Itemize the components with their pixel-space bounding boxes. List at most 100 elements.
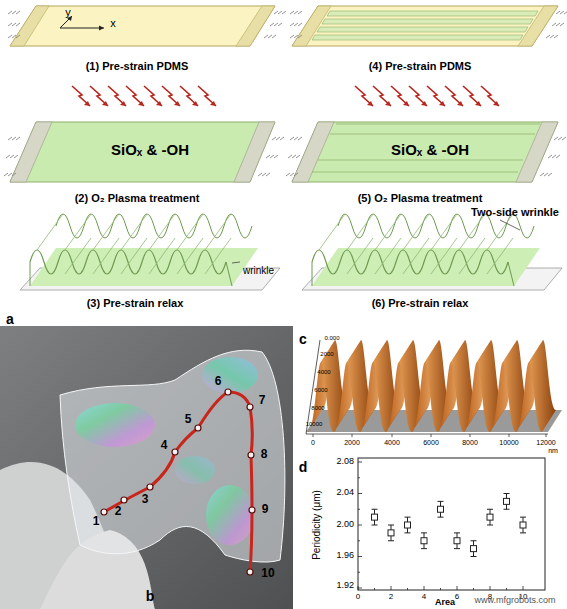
tick-label: 1.92 xyxy=(336,581,354,591)
callout-number: 6 xyxy=(215,375,222,388)
tick-mark xyxy=(388,525,394,526)
tick-mark xyxy=(358,540,360,541)
tick-label: 0 xyxy=(311,439,315,447)
callout-number: 2 xyxy=(115,505,122,518)
tick-mark xyxy=(358,509,360,510)
tick-mark xyxy=(372,509,378,510)
tick-mark xyxy=(520,532,526,533)
tick-label: 4000 xyxy=(384,439,400,447)
step-caption: (5) O₂ Plasma treatment xyxy=(358,192,483,204)
data-point xyxy=(438,506,444,512)
callout-number: 8 xyxy=(261,448,268,461)
axis-unit: nm xyxy=(548,447,558,455)
tick-label: 2000 xyxy=(320,351,333,358)
tick-label: 10000 xyxy=(306,421,323,428)
data-point xyxy=(520,522,526,528)
data-point xyxy=(471,546,477,552)
tick-label: 8000 xyxy=(311,405,324,412)
watermark: www.mfgrobots.com xyxy=(474,596,555,606)
tick-mark xyxy=(391,586,392,590)
tick-mark xyxy=(490,586,491,590)
callout-number: 1 xyxy=(93,515,100,528)
step-caption: (6) Pre-strain relax xyxy=(372,297,469,309)
tick-mark xyxy=(372,525,378,526)
tick-mark xyxy=(421,532,427,533)
tick-mark xyxy=(454,532,460,533)
data-point xyxy=(487,514,493,520)
tick-mark xyxy=(523,586,524,590)
step-caption: (1) Pre-strain PDMS xyxy=(86,60,189,72)
tick-label: 4 xyxy=(422,593,426,602)
tick-mark xyxy=(374,588,375,590)
tick-mark xyxy=(506,588,507,590)
panel-letter: d xyxy=(299,460,308,475)
tick-mark xyxy=(358,462,362,463)
data-point xyxy=(388,530,394,536)
data-point xyxy=(504,498,510,504)
tick-label: 12000 xyxy=(536,439,555,447)
tick-mark xyxy=(388,540,394,541)
data-point xyxy=(405,522,411,528)
tick-mark xyxy=(358,477,360,478)
axis-label: x xyxy=(110,17,116,29)
callout-label: wrinkle xyxy=(243,265,274,276)
step-caption: (4) Pre-strain PDMS xyxy=(369,60,472,72)
tick-mark xyxy=(358,588,362,589)
tick-label: 2 xyxy=(389,593,393,602)
tick-label: 10000 xyxy=(499,439,518,447)
tick-label: 0 xyxy=(356,593,360,602)
axis-label: y xyxy=(65,6,71,18)
panel-letter: c xyxy=(299,332,307,347)
panel-letter: a xyxy=(6,312,14,327)
tick-label: 2.08 xyxy=(336,457,354,467)
tick-mark xyxy=(454,548,460,549)
callout-number: 10 xyxy=(261,567,274,580)
tick-mark xyxy=(407,588,408,590)
callout-number: 4 xyxy=(161,439,168,452)
tick-mark xyxy=(440,588,441,590)
tick-mark xyxy=(471,556,477,557)
tick-label: 4000 xyxy=(317,369,330,376)
tick-mark xyxy=(358,586,359,590)
step-caption: (2) O₂ Plasma treatment xyxy=(75,192,200,204)
tick-mark xyxy=(457,586,458,590)
tick-mark xyxy=(421,548,427,549)
callout-number: 9 xyxy=(262,503,269,516)
tick-label: 2.00 xyxy=(336,520,354,530)
tick-mark xyxy=(504,493,510,494)
tick-label: 1.96 xyxy=(336,551,354,561)
tick-label: 2000 xyxy=(344,439,360,447)
data-point xyxy=(372,514,378,520)
tick-mark xyxy=(405,517,411,518)
tick-label: 0.000 xyxy=(324,335,339,342)
tick-mark xyxy=(487,525,493,526)
tick-mark xyxy=(471,540,477,541)
axis-title: Periodicity (μm) xyxy=(311,490,322,560)
surface-label: SiOₓ & -OH xyxy=(111,142,189,159)
tick-mark xyxy=(504,509,510,510)
callout-number: 7 xyxy=(259,394,266,407)
tick-mark xyxy=(358,572,360,573)
tick-label: 2.04 xyxy=(336,488,354,498)
data-point xyxy=(421,538,427,544)
surface-label: SiOₓ & -OH xyxy=(391,142,469,159)
tick-mark xyxy=(358,556,362,557)
callout-number: 5 xyxy=(185,413,192,426)
tick-label: 6000 xyxy=(423,439,439,447)
callout-number: 3 xyxy=(142,493,149,506)
step-caption: (3) Pre-strain relax xyxy=(87,297,184,309)
tick-label: 8000 xyxy=(462,439,478,447)
tick-label: 6000 xyxy=(314,387,327,394)
data-point xyxy=(454,538,460,544)
tick-mark xyxy=(405,532,411,533)
tick-label: 6 xyxy=(455,593,459,602)
tick-mark xyxy=(424,586,425,590)
tick-mark xyxy=(438,517,444,518)
axis-title: Area xyxy=(435,598,455,608)
tick-mark xyxy=(358,525,362,526)
tick-mark xyxy=(520,517,526,518)
tick-mark xyxy=(487,509,493,510)
tick-mark xyxy=(358,493,362,494)
panel-letter: b xyxy=(146,589,155,604)
